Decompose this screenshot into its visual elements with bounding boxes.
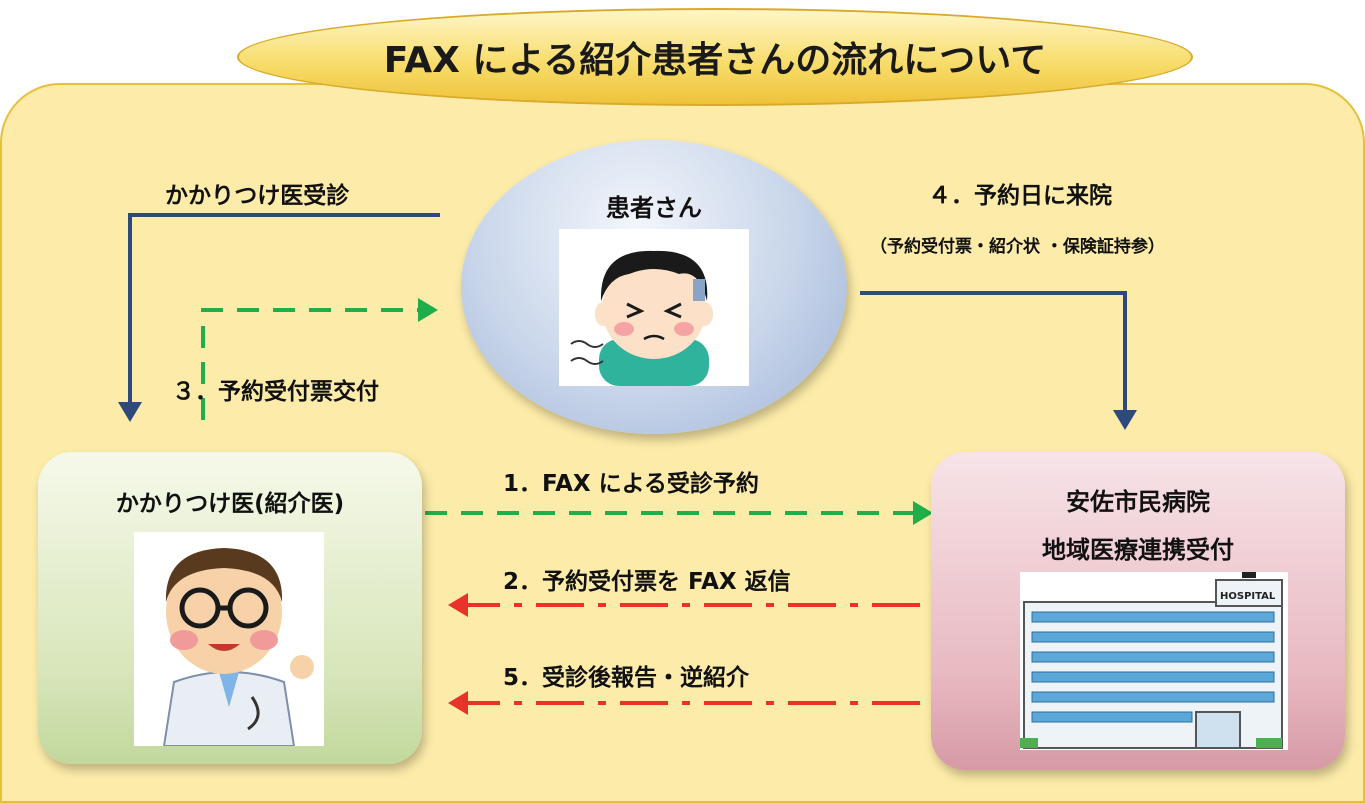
label-step5: 5．受診後報告・逆紹介 <box>503 665 750 691</box>
arrowhead-step5 <box>448 691 468 715</box>
title-banner: FAX による紹介患者さんの流れについて <box>237 8 1193 106</box>
sick-boy-icon <box>570 250 713 386</box>
arrowhead-step1 <box>913 501 933 525</box>
arrowhead-visit-doctor <box>118 402 142 422</box>
arrow-step3 <box>201 308 418 420</box>
arrowhead-step2 <box>448 593 468 617</box>
hospital-label-line1: 安佐市民病院 <box>1066 488 1210 516</box>
arrowhead-step4 <box>1113 410 1137 430</box>
hospital-illustration: HOSPITAL <box>1020 572 1288 750</box>
label-step3: ３．予約受付票交付 <box>172 379 379 405</box>
page-title: FAX による紹介患者さんの流れについて <box>383 40 1047 81</box>
doctor-icon <box>162 548 314 747</box>
hospital-sign: HOSPITAL <box>1220 591 1276 602</box>
label-step4-note: （予約受付票・紹介状 ・保険証持参） <box>870 237 1165 257</box>
label-step1: 1．FAX による受診予約 <box>503 471 759 497</box>
arrowhead-step3 <box>418 298 438 322</box>
doctor-label: かかりつけ医(紹介医) <box>115 491 345 517</box>
arrow-visit-doctor <box>128 213 440 405</box>
arrow-step4 <box>860 291 1127 412</box>
patient-label: 患者さん <box>606 194 702 222</box>
hospital-building-icon: HOSPITAL <box>1020 572 1283 749</box>
doctor-illustration <box>134 532 324 747</box>
label-visit-doctor: かかりつけ医受診 <box>165 183 350 209</box>
label-step4: ４．予約日に来院 <box>928 183 1112 209</box>
label-step2: 2．予約受付票を FAX 返信 <box>503 569 791 595</box>
hospital-label-line2: 地域医療連携受付 <box>1042 536 1234 564</box>
patient-illustration <box>559 229 749 386</box>
